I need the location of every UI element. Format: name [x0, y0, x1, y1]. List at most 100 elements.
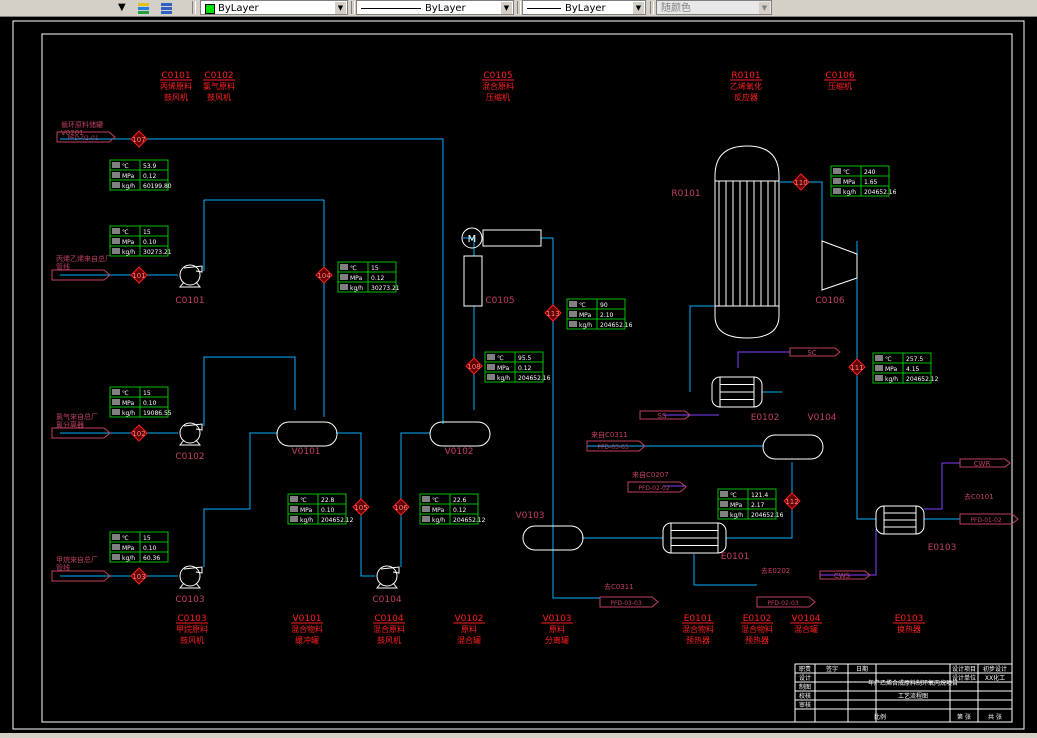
lineweight-select[interactable]: ByLayer ▼ — [522, 0, 646, 15]
chevron-down-icon[interactable]: ▼ — [633, 2, 644, 14]
chevron-down-icon[interactable]: ▼ — [759, 2, 770, 14]
source-label: 管线 — [56, 262, 70, 271]
tb-title: 工艺流程图 — [898, 692, 928, 700]
value-label: 19086.55 — [143, 410, 172, 417]
process-pipe — [400, 432, 430, 567]
chevron-down-icon[interactable]: ▼ — [501, 2, 512, 14]
heat-exchanger — [711, 376, 763, 408]
process-pipe — [60, 138, 444, 424]
drawing-border — [41, 33, 1013, 723]
stream-number: 110 — [794, 179, 807, 187]
value-label: 30273.21 — [143, 249, 172, 256]
equipment-code: C0101 — [161, 71, 190, 81]
equipment-name: 混合物料 — [682, 624, 714, 634]
equipment-code: C0104 — [374, 614, 403, 624]
linetype-select[interactable]: ByLayer ▼ — [356, 0, 514, 15]
process-pipe — [780, 181, 823, 241]
layer-prev-icon[interactable] — [158, 0, 174, 15]
source-label: 循环原料储罐 — [61, 120, 103, 129]
stream-marker: 110 — [792, 173, 810, 191]
equipment-code: C0105 — [483, 71, 512, 81]
unit-label: kg/h — [122, 410, 135, 417]
stream-number: 102 — [132, 430, 145, 438]
value-label: 15 — [143, 229, 151, 236]
unit-label: ℃ — [122, 390, 129, 397]
unit-label: MPa — [122, 173, 135, 180]
off-page-connector — [51, 570, 111, 582]
data-box-swatch — [875, 365, 883, 371]
stream-diamond — [352, 498, 370, 516]
layer-stack-icon[interactable] — [136, 0, 152, 15]
unit-label: kg/h — [122, 555, 135, 562]
chevron-down-icon[interactable]: ▼ — [335, 2, 346, 14]
unit-label: kg/h — [432, 517, 445, 524]
equipment-name: 压缩机 — [486, 92, 510, 102]
stream-number: 113 — [546, 310, 559, 318]
blower-outlet — [183, 265, 203, 273]
value-label: 0.10 — [321, 507, 335, 514]
equipment-name: 原料 — [461, 624, 477, 634]
plotstyle-select[interactable]: 随颜色 ▼ — [656, 0, 772, 15]
equipment-tag: E0101 — [721, 552, 750, 562]
source-label: 氯气来自总厂 — [56, 412, 98, 421]
equipment-tag: V0104 — [807, 413, 836, 423]
connector-tag: PFD-03-03 — [597, 444, 628, 451]
lineweight-preview-icon — [527, 8, 561, 9]
data-box-swatch — [422, 516, 430, 522]
off-page-connector — [51, 427, 111, 439]
drawing-canvas[interactable]: M C0101丙烯原料鼓风机C0102氯气原料鼓风机C0105混合原料压缩机R0… — [0, 16, 1037, 733]
off-page-connector — [959, 513, 1019, 525]
value-label: 0.10 — [143, 545, 157, 552]
equipment-name: 乙烯氧化 — [730, 81, 762, 91]
equipment-name: 鼓风机 — [207, 92, 231, 102]
unit-label: ℃ — [300, 497, 307, 504]
stream-marker: 108 — [465, 357, 483, 375]
color-value: ByLayer — [218, 3, 259, 14]
stream-number: 104 — [317, 272, 331, 280]
drawing-outer-frame — [12, 20, 1025, 730]
data-box-swatch — [112, 399, 120, 405]
equipment-name: 压缩机 — [828, 81, 852, 91]
equipment-code: E0103 — [895, 614, 924, 624]
utility-label: SS — [658, 412, 667, 420]
unit-label: MPa — [122, 400, 135, 407]
process-pipe — [689, 305, 714, 392]
off-page-connector — [56, 131, 116, 143]
blower-icon — [178, 565, 203, 589]
source-label: 氯分离器 — [56, 420, 84, 429]
value-label: 2.17 — [751, 502, 765, 509]
unit-label: MPa — [432, 507, 445, 514]
data-box-swatch — [112, 389, 120, 395]
layer-dropdown-arrow[interactable]: ▼ — [118, 2, 126, 13]
linetype-value: ByLayer — [425, 3, 466, 14]
unit-label: ℃ — [122, 229, 129, 236]
utility-pipe — [820, 529, 877, 576]
value-label: 2.10 — [600, 312, 614, 319]
value-label: 0.12 — [518, 365, 532, 372]
tb-cell: 审核 — [799, 701, 811, 709]
color-select[interactable]: ByLayer ▼ — [200, 0, 348, 15]
tb-cell: 设计单位 — [952, 674, 976, 682]
value-label: 204652.16 — [518, 375, 551, 382]
properties-toolbar: ▼ ByLayer ▼ ByLayer ▼ ByLayer ▼ 随颜色 ▼ — [0, 0, 1037, 17]
blower-body — [179, 264, 201, 286]
unit-label: ℃ — [730, 492, 737, 499]
stream-diamond — [315, 266, 333, 284]
stream-marker: 104 — [315, 266, 333, 284]
equipment-tag: E0103 — [928, 543, 957, 553]
unit-label: ℃ — [579, 302, 586, 309]
off-page-connector — [627, 481, 687, 493]
value-label: 60.36 — [143, 555, 160, 562]
utility-pipe — [737, 351, 790, 368]
data-box-swatch — [487, 364, 495, 370]
unit-label: kg/h — [579, 322, 592, 329]
data-box-swatch — [569, 311, 577, 317]
equipment-name: 鼓风机 — [164, 92, 188, 102]
value-label: 22.6 — [453, 497, 467, 504]
equipment-name: 混合物料 — [291, 624, 323, 634]
unit-label: MPa — [885, 366, 898, 373]
stream-diamond — [848, 358, 866, 376]
